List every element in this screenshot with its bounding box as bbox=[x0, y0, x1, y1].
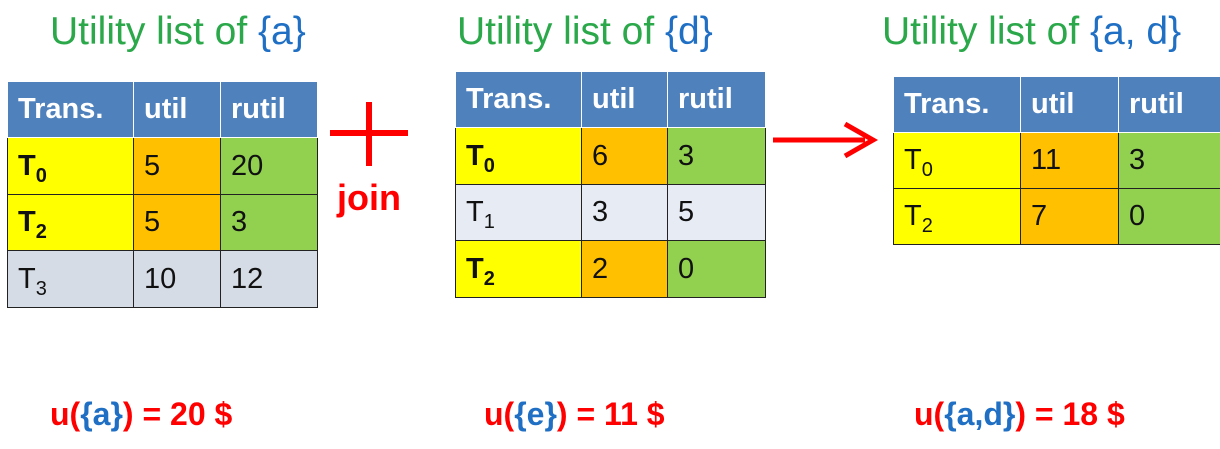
tid-letter: T bbox=[466, 196, 484, 228]
tid-subscript: 2 bbox=[921, 215, 933, 237]
table-header-row: Trans. util rutil bbox=[7, 81, 318, 138]
utility-formula-ad: u({a,d}) = 18 $ bbox=[914, 398, 1125, 430]
formula-post: ) = 11 $ bbox=[556, 396, 665, 432]
formula-itemset: {e} bbox=[514, 396, 557, 432]
tid-letter: T bbox=[18, 206, 36, 238]
util-cell: 7 bbox=[1020, 188, 1119, 245]
table-row: T2 2 0 bbox=[455, 240, 766, 298]
tid-letter: T bbox=[466, 139, 484, 172]
header-trans: Trans. bbox=[455, 71, 582, 128]
table-row: T0 11 3 bbox=[893, 132, 1220, 189]
table-header-row: Trans. util rutil bbox=[455, 71, 766, 128]
header-rutil: rutil bbox=[1118, 76, 1220, 133]
rutil-cell: 3 bbox=[1118, 132, 1220, 189]
tid-letter: T bbox=[904, 144, 922, 176]
header-trans: Trans. bbox=[7, 81, 134, 138]
formula-post: ) = 20 $ bbox=[122, 396, 233, 432]
title-itemset: {d} bbox=[665, 10, 713, 53]
tid-letter: T bbox=[18, 262, 36, 295]
rutil-cell: 3 bbox=[220, 194, 318, 251]
util-cell: 5 bbox=[133, 194, 221, 251]
plus-icon bbox=[330, 102, 408, 166]
rutil-cell: 0 bbox=[667, 240, 766, 298]
title-a: Utility list of {a} bbox=[50, 12, 306, 51]
formula-pre: u( bbox=[914, 396, 945, 432]
util-cell: 11 bbox=[1020, 132, 1119, 189]
table-header-row: Trans. util rutil bbox=[893, 76, 1220, 133]
join-label: join bbox=[337, 177, 401, 218]
tid-cell: T2 bbox=[455, 240, 582, 298]
rutil-cell: 20 bbox=[220, 137, 318, 195]
util-cell: 5 bbox=[133, 137, 221, 195]
tid-subscript: 0 bbox=[35, 164, 47, 187]
tid-cell: T2 bbox=[7, 194, 134, 251]
tid-cell: T2 bbox=[893, 188, 1021, 245]
header-util: util bbox=[1020, 76, 1119, 133]
utility-formula-a: u({a}) = 20 $ bbox=[50, 398, 232, 430]
rutil-cell: 12 bbox=[220, 250, 318, 308]
tid-subscript: 1 bbox=[483, 211, 495, 233]
formula-pre: u( bbox=[50, 396, 81, 432]
title-ad: Utility list of {a, d} bbox=[882, 12, 1181, 51]
table-row: T0 5 20 bbox=[7, 137, 318, 195]
header-rutil: rutil bbox=[220, 81, 318, 138]
header-rutil: rutil bbox=[667, 71, 766, 128]
tid-subscript: 2 bbox=[483, 267, 495, 290]
tid-cell: T0 bbox=[893, 132, 1021, 189]
rutil-cell: 5 bbox=[667, 184, 766, 241]
util-cell: 2 bbox=[581, 240, 668, 298]
right-arrow-icon bbox=[773, 121, 879, 159]
tid-subscript: 0 bbox=[921, 159, 933, 181]
utility-list-ad-table: Trans. util rutil T0 11 3 T2 7 0 bbox=[893, 76, 1220, 245]
title-prefix: Utility list of bbox=[50, 10, 259, 53]
formula-itemset: {a} bbox=[80, 396, 123, 432]
tid-letter: T bbox=[904, 200, 922, 232]
title-itemset: {a} bbox=[258, 10, 306, 53]
title-prefix: Utility list of bbox=[882, 10, 1091, 53]
tid-cell: T3 bbox=[7, 250, 134, 308]
title-prefix: Utility list of bbox=[457, 10, 666, 53]
table-row: T1 3 5 bbox=[455, 184, 766, 241]
table-row: T0 6 3 bbox=[455, 127, 766, 185]
header-util: util bbox=[581, 71, 668, 128]
util-cell: 10 bbox=[133, 250, 221, 308]
header-util: util bbox=[133, 81, 221, 138]
title-d: Utility list of {d} bbox=[457, 12, 713, 51]
tid-letter: T bbox=[466, 252, 484, 285]
table-row: T2 5 3 bbox=[7, 194, 318, 251]
title-itemset: {a, d} bbox=[1090, 10, 1182, 53]
tid-cell: T0 bbox=[7, 137, 134, 195]
table-row: T2 7 0 bbox=[893, 188, 1220, 245]
utility-list-d-table: Trans. util rutil T0 6 3 T1 3 5 T2 2 0 bbox=[455, 71, 766, 298]
rutil-cell: 3 bbox=[667, 127, 766, 185]
util-cell: 3 bbox=[581, 184, 668, 241]
formula-itemset: {a,d} bbox=[944, 396, 1016, 432]
utility-formula-e: u({e}) = 11 $ bbox=[484, 398, 665, 430]
utility-list-a-table: Trans. util rutil T0 5 20 T2 5 3 T3 10 1… bbox=[7, 81, 318, 308]
tid-subscript: 2 bbox=[35, 221, 47, 243]
formula-post: ) = 18 $ bbox=[1015, 396, 1125, 432]
formula-pre: u( bbox=[484, 396, 515, 432]
tid-subscript: 0 bbox=[483, 154, 495, 177]
tid-letter: T bbox=[18, 149, 36, 182]
tid-cell: T1 bbox=[455, 184, 582, 241]
tid-subscript: 3 bbox=[35, 277, 47, 300]
util-cell: 6 bbox=[581, 127, 668, 185]
tid-cell: T0 bbox=[455, 127, 582, 185]
rutil-cell: 0 bbox=[1118, 188, 1220, 245]
table-row: T3 10 12 bbox=[7, 250, 318, 308]
header-trans: Trans. bbox=[893, 76, 1021, 133]
